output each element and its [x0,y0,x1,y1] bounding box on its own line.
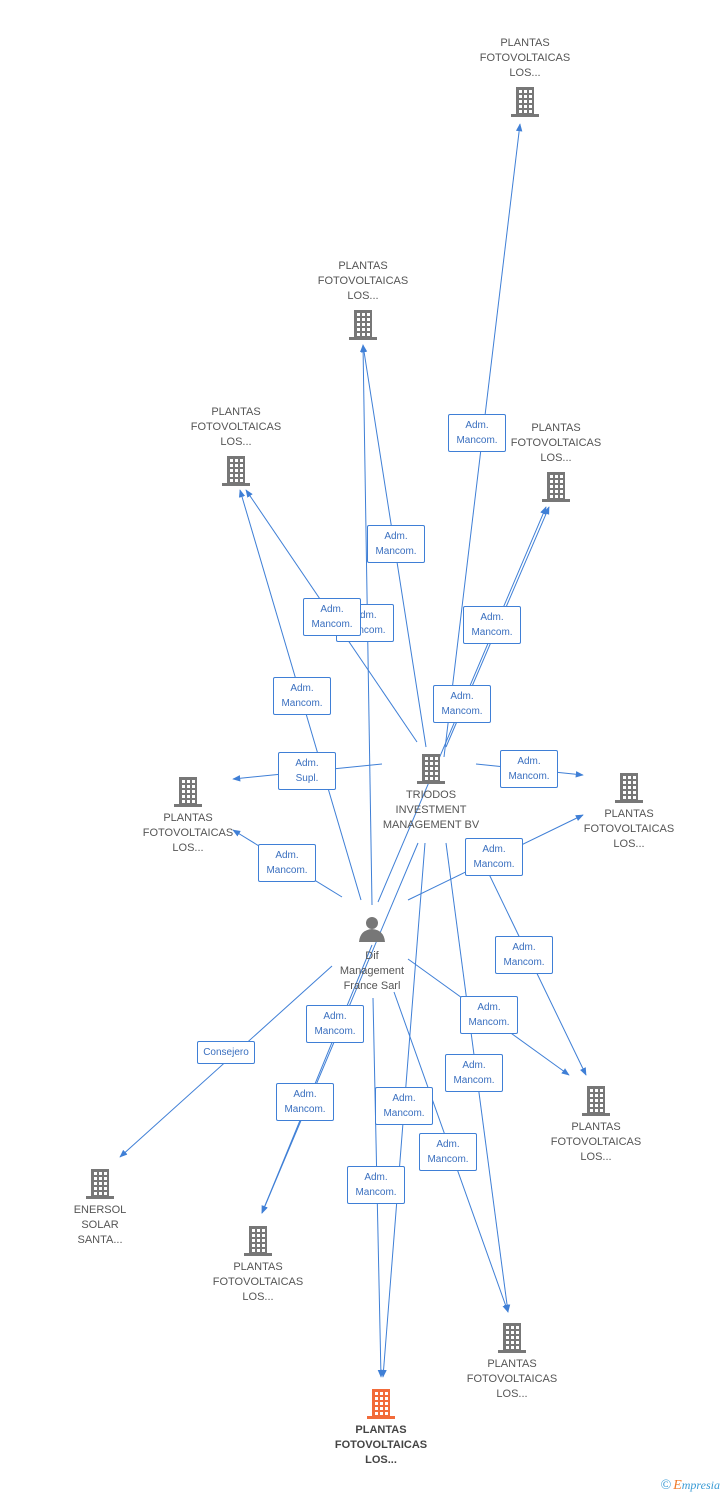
building-icon[interactable] [349,310,377,340]
edge-label-e2[interactable]: Adm. Mancom. [367,525,425,563]
node-label-n_right3[interactable]: PLANTAS FOTOVOLTAICAS LOS... [550,1121,642,1163]
edge-label-e14[interactable]: Consejero [197,1040,255,1064]
building-icon[interactable] [511,87,539,117]
node-label-n_bl[interactable]: PLANTAS FOTOVOLTAICAS LOS... [212,1261,304,1303]
edge-label-e9[interactable]: Adm. Mancom. [258,844,316,882]
brand-name: mpresia [681,1478,720,1492]
edge-dif-to-n_bl [261,944,373,1214]
edge-label-e16[interactable]: Adm. Mancom. [276,1083,334,1121]
brand-footer: ©Empresia [661,1478,720,1494]
building-icon[interactable] [86,1169,114,1199]
node-label-n_br[interactable]: PLANTAS FOTOVOLTAICAS LOS... [466,1358,558,1400]
edge-label-e20[interactable]: Adm. Mancom. [347,1166,405,1204]
building-icon[interactable] [222,456,250,486]
node-label-n_mid[interactable]: PLANTAS FOTOVOLTAICAS LOS... [317,260,409,302]
node-label-n_top[interactable]: PLANTAS FOTOVOLTAICAS LOS... [479,37,571,79]
building-icon[interactable] [498,1323,526,1353]
building-icon[interactable] [615,773,643,803]
edge-label-e4[interactable]: Adm. Mancom. [303,598,361,636]
edge-label-e8[interactable]: Adm. Supl. [278,752,336,790]
node-label-dif[interactable]: Dif Management France Sarl [339,950,405,992]
building-icon[interactable] [582,1086,610,1116]
copyright-symbol: © [660,1478,672,1493]
edge-label-e19[interactable]: Adm. Mancom. [375,1087,433,1125]
edge-label-e5[interactable]: Adm. Mancom. [273,677,331,715]
node-label-n_right1[interactable]: PLANTAS FOTOVOLTAICAS LOS... [510,422,602,464]
building-icon[interactable] [542,472,570,502]
edge-label-e18[interactable]: Adm. Mancom. [419,1133,477,1171]
edge-label-e17[interactable]: Adm. Mancom. [445,1054,503,1092]
building-icon[interactable] [174,777,202,807]
edge-label-e10[interactable]: Adm. Mancom. [500,750,558,788]
edge-label-e1[interactable]: Adm. Mancom. [448,414,506,452]
node-label-n_left1[interactable]: PLANTAS FOTOVOLTAICAS LOS... [190,406,282,448]
edge-label-e15[interactable]: Adm. Mancom. [306,1005,364,1043]
nodes-layer [86,87,643,1419]
edge-label-e11[interactable]: Adm. Mancom. [465,838,523,876]
building-icon[interactable] [244,1226,272,1256]
edge-label-e6[interactable]: Adm. Mancom. [463,606,521,644]
node-label-n_right2[interactable]: PLANTAS FOTOVOLTAICAS LOS... [583,808,675,850]
building-icon[interactable] [367,1389,395,1419]
edge-label-e12[interactable]: Adm. Mancom. [495,936,553,974]
node-label-triodos[interactable]: TRIODOS INVESTMENT MANAGEMENT BV [382,789,480,831]
brand-initial: E [673,1478,682,1493]
edge-label-e7[interactable]: Adm. Mancom. [433,685,491,723]
node-label-n_left2[interactable]: PLANTAS FOTOVOLTAICAS LOS... [142,812,234,854]
building-icon[interactable] [417,754,445,784]
node-label-enersol[interactable]: ENERSOL SOLAR SANTA... [73,1204,127,1246]
node-label-n_focus[interactable]: PLANTAS FOTOVOLTAICAS LOS... [334,1424,428,1466]
person-icon[interactable] [359,917,385,942]
edge-label-e13[interactable]: Adm. Mancom. [460,996,518,1034]
